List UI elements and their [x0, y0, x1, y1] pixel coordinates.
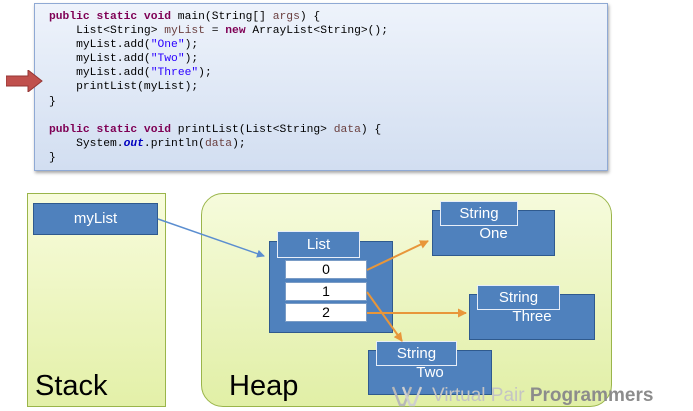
code-token-plain: ); [184, 39, 199, 52]
code-token-plain: printList(myList); [49, 81, 199, 94]
string-one-value: One [479, 225, 508, 242]
list-object-type-label: List [277, 231, 360, 258]
code-line: public static void main(String[] args) { [49, 10, 388, 24]
code-token-var: data [204, 137, 233, 150]
list-index-0: 0 [285, 260, 367, 279]
code-token-plain: main(String[] [171, 11, 273, 23]
code-token-kw: public static void [49, 11, 172, 23]
stack-variable-mylist: myList [33, 203, 158, 235]
code-token-str: "Two" [150, 53, 185, 66]
code-line: printList(myList); [49, 80, 388, 94]
list-index-2: 2 [285, 303, 367, 322]
code-token-plain: myList.add( [49, 67, 151, 80]
code-token-plain: ArrayList<String>(); [245, 25, 388, 38]
list-index-1: 1 [285, 282, 367, 301]
code-line: myList.add("Three"); [49, 66, 388, 80]
code-listing: public static void main(String[] args) {… [49, 10, 388, 165]
code-line: myList.add("One"); [49, 38, 388, 52]
code-line: } [49, 95, 388, 109]
code-token-plain: List<String> [49, 25, 165, 38]
code-token-plain: = [204, 25, 226, 38]
pointer-index1-to-two [366, 291, 403, 342]
code-token-plain: myList.add( [49, 39, 151, 52]
string-two-type-label: String [376, 341, 457, 366]
code-token-kw: new [225, 25, 246, 38]
string-two-value: Two [416, 364, 444, 381]
code-token-str: "One" [150, 39, 185, 52]
code-token-plain: .println( [143, 137, 205, 150]
code-token-plain: } [49, 151, 56, 164]
watermark-text: Virtual Pair Programmers [432, 385, 653, 407]
code-line: public static void printList(List<String… [49, 123, 388, 137]
watermark-text-part2: Programmers [529, 385, 654, 406]
code-token-plain: myList.add( [49, 53, 151, 66]
code-line: System.out.println(data); [49, 137, 388, 151]
code-line: List<String> myList = new ArrayList<Stri… [49, 24, 388, 38]
code-token-str: "Three" [150, 67, 199, 80]
watermark-text-part1: Virtual Pair [432, 385, 530, 406]
code-token-plain: ) { [299, 11, 321, 23]
vpp-logo-icon [391, 386, 422, 407]
code-token-kw: public static void [49, 123, 172, 136]
code-token-plain: ) { [360, 123, 382, 136]
code-line: myList.add("Two"); [49, 52, 388, 66]
code-token-var: myList [164, 25, 205, 38]
code-token-plain: System. [49, 137, 124, 150]
code-token-plain: ); [184, 53, 199, 66]
code-token-var: data [333, 123, 361, 136]
string-one-type-label: String [440, 201, 518, 226]
code-panel: public static void main(String[] args) {… [34, 3, 608, 171]
string-three-type-label: String [477, 285, 560, 310]
code-token-plain: ); [198, 67, 212, 80]
string-three-value: Three [512, 308, 552, 325]
pointer-mylist-to-list [157, 218, 265, 258]
heap-label: Heap [229, 370, 299, 402]
stack-label: Stack [35, 370, 108, 402]
code-token-var: args [272, 11, 300, 23]
code-token-field: out [123, 137, 144, 150]
current-line-arrow-icon [6, 70, 43, 92]
code-token-plain: printList(List<String> [171, 123, 334, 136]
pointer-index0-to-one [366, 240, 429, 271]
code-token-plain: ); [232, 137, 246, 150]
code-token-plain: } [49, 95, 56, 108]
code-line: } [49, 151, 388, 165]
